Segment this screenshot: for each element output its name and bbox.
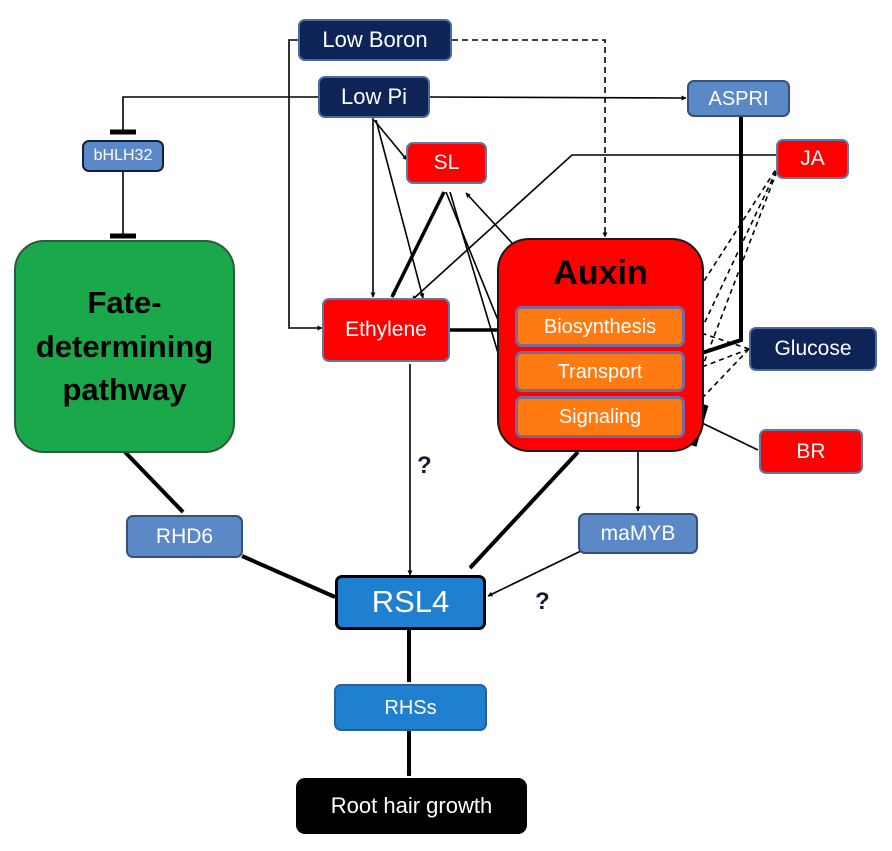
edge-lowboron-auxin — [452, 39, 608, 238]
edge-aspri-transport — [689, 117, 743, 359]
edge-mamyb-rsl4 — [487, 549, 584, 597]
node-mamyb: maMYB — [578, 513, 698, 554]
unknown-mark-ethylene-rsl4: ? — [417, 452, 432, 479]
unknown-mark-mamyb-rsl4: ? — [535, 588, 550, 615]
node-bhlh32: bHLH32 — [82, 140, 164, 172]
node-fate-determining-pathway: Fate-determining pathway — [14, 240, 235, 453]
edge-lowpi-sl — [373, 119, 408, 161]
node-rhd6: RHD6 — [126, 515, 243, 558]
edge-auxin-rsl4 — [468, 450, 580, 570]
node-aspri: ASPRI — [687, 80, 790, 117]
node-rsl4: RSL4 — [335, 575, 486, 630]
node-biosynthesis: Biosynthesis — [515, 306, 685, 347]
edge-br-signaling — [699, 421, 759, 451]
node-low-boron: Low Boron — [298, 19, 452, 61]
edge-lowboron-ethylene — [288, 39, 323, 331]
edge-auxin-sl — [465, 192, 513, 244]
edge-rhd6-rsl4 — [241, 554, 336, 599]
node-root-hair-growth: Root hair growth — [296, 778, 527, 834]
node-rhss: RHSs — [334, 684, 487, 731]
edge-fate-rhd6 — [123, 450, 185, 514]
node-signaling: Signaling — [515, 396, 685, 438]
node-br: BR — [759, 429, 863, 474]
auxin-title: Auxin — [553, 254, 648, 292]
node-low-pi: Low Pi — [318, 76, 430, 118]
edge-lowpi-auxin — [375, 119, 425, 299]
node-sl: SL — [406, 142, 487, 184]
node-glucose: Glucose — [749, 327, 877, 371]
edge-lowpi-aspri — [429, 95, 687, 101]
edge-lowpi-bhlh32 — [122, 96, 318, 132]
edge-sl-ethylene — [390, 191, 446, 298]
node-ethylene: Ethylene — [322, 298, 450, 362]
node-transport: Transport — [515, 351, 685, 392]
node-ja: JA — [776, 139, 849, 179]
edge-ja-ethylene — [411, 154, 778, 301]
